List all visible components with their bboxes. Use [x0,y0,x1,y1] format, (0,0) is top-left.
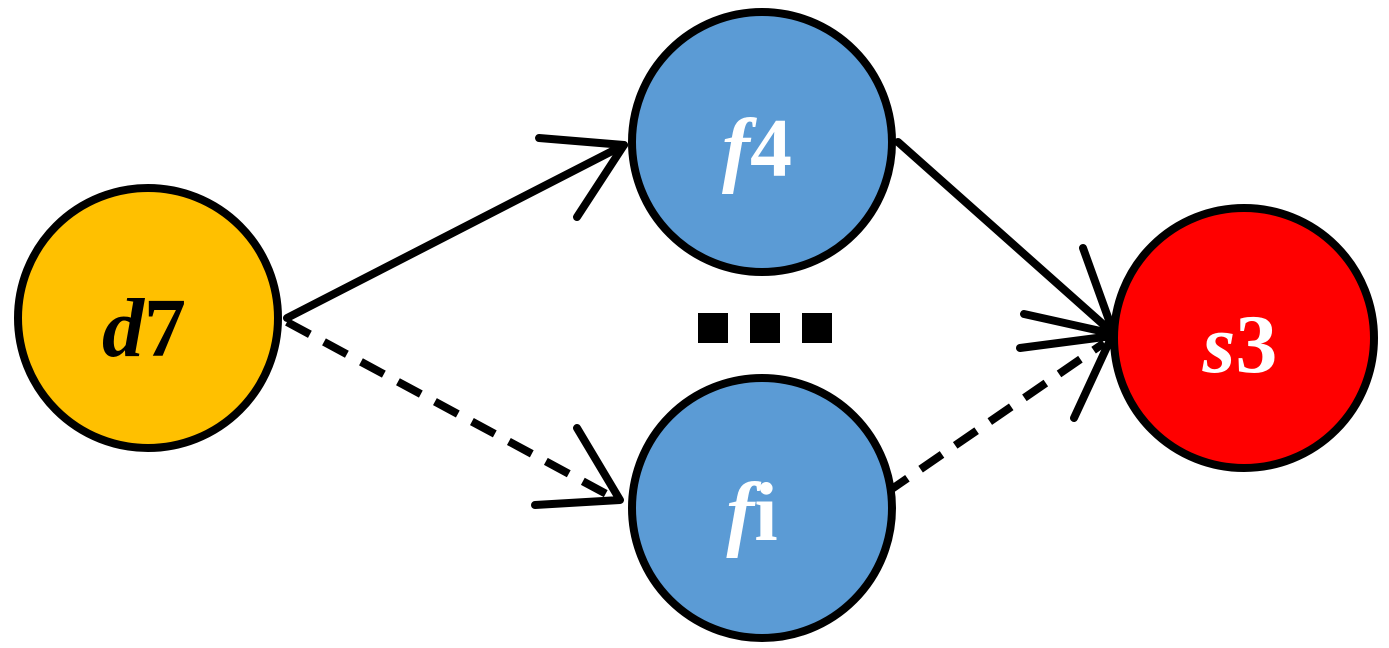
node-fi-sub: i [754,466,777,559]
ellipsis-dot [750,313,780,343]
node-f4-sub: 4 [750,102,792,195]
edge-d7-to-f4 [283,134,628,322]
node-d7-label: d7 [102,282,186,375]
ellipsis-dot [698,313,728,343]
node-d7: d7 [14,184,282,452]
node-fi-circle [628,374,896,642]
edge-f4-to-s3 [894,138,1118,338]
node-f4-circle [628,8,896,276]
node-s3: s3 [1110,204,1378,472]
node-s3-circle [1110,204,1378,472]
node-f4: f4 [628,8,896,276]
edge-fi-to-s3 [883,332,1116,497]
ellipsis [698,313,832,343]
node-s3-var: s [1202,298,1236,391]
arrowhead-d7-to-fi [531,424,624,509]
node-f4-label: f4 [722,102,792,195]
node-fi: fi [628,374,896,642]
node-d7-circle [14,184,282,452]
edge-d7-to-fi [285,318,624,509]
node-s3-label: s3 [1202,298,1278,391]
node-s3-sub: 3 [1235,298,1277,391]
node-d7-sub: 7 [144,282,186,375]
ellipsis-dot [802,313,832,343]
arrowhead-d7-to-f4 [535,134,628,221]
node-d7-var: d [102,282,146,375]
node-fi-label: fi [726,466,777,559]
